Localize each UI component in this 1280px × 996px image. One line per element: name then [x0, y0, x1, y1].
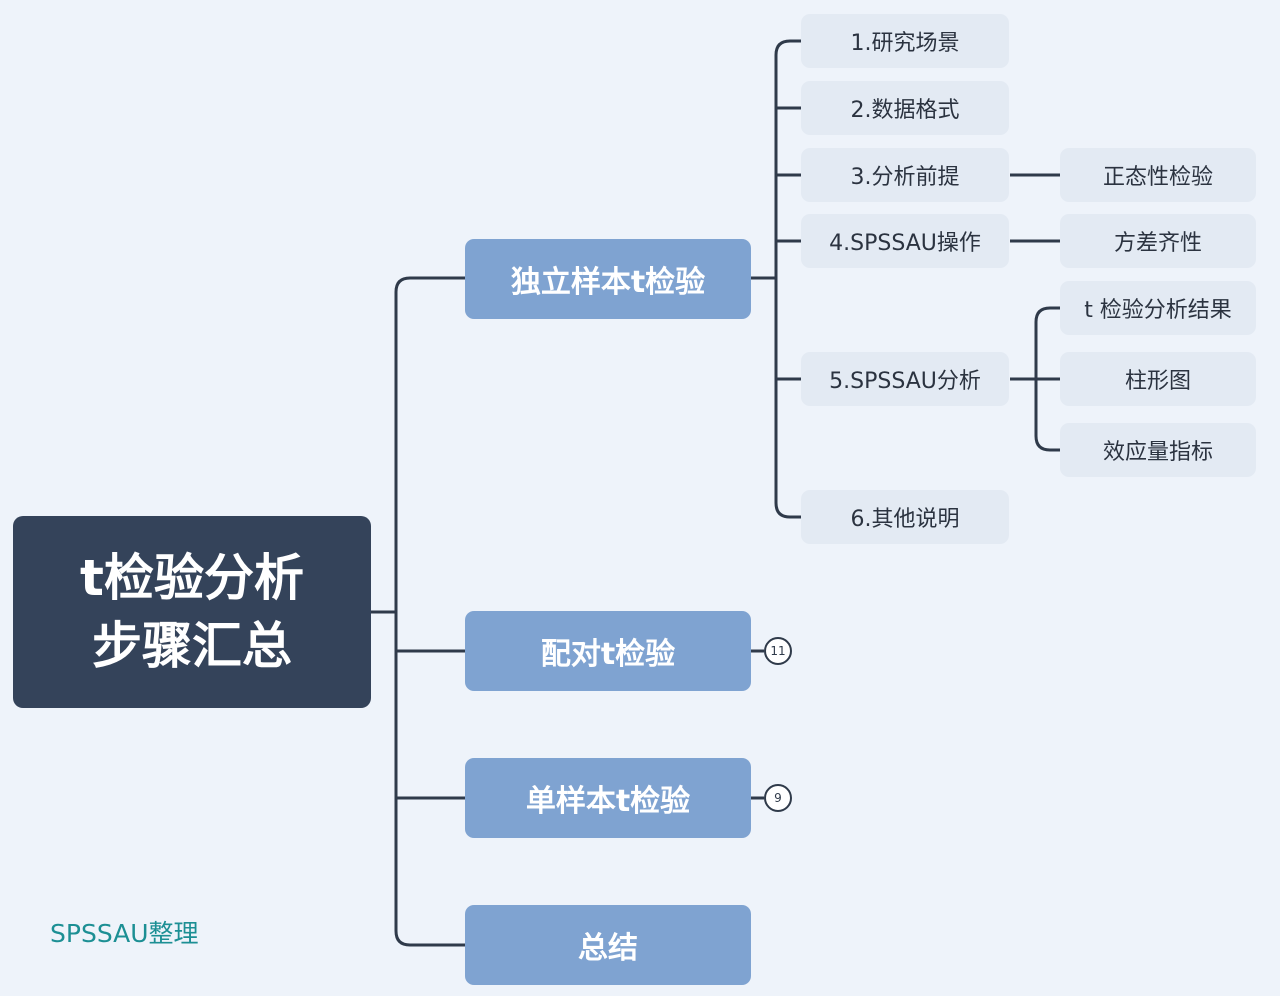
sub-normality-test[interactable]: 正态性检验: [1060, 148, 1256, 202]
root-title-line1: t检验分析: [80, 549, 304, 607]
root-title-line2: 步骤汇总: [92, 617, 292, 675]
sub-effect-size[interactable]: 效应量指标: [1060, 423, 1256, 477]
sub-bar-chart[interactable]: 柱形图: [1060, 352, 1256, 406]
watermark-text: SPSSAU整理: [50, 919, 199, 948]
branch-summary[interactable]: 总结: [465, 905, 751, 985]
step-spssau-operation[interactable]: 4.SPSSAU操作: [801, 214, 1009, 268]
step-data-format[interactable]: 2.数据格式: [801, 81, 1009, 135]
collapsed-count-badge[interactable]: 11: [764, 637, 792, 665]
branch-paired-t-test[interactable]: 配对t检验: [465, 611, 751, 691]
root-node[interactable]: t检验分析 步骤汇总: [13, 516, 371, 708]
collapsed-count-badge[interactable]: 9: [764, 784, 792, 812]
branch-independent-t-test[interactable]: 独立样本t检验: [465, 239, 751, 319]
step-research-scenario[interactable]: 1.研究场景: [801, 14, 1009, 68]
step-spssau-analysis[interactable]: 5.SPSSAU分析: [801, 352, 1009, 406]
step-other-notes[interactable]: 6.其他说明: [801, 490, 1009, 544]
step-analysis-prerequisite[interactable]: 3.分析前提: [801, 148, 1009, 202]
sub-t-test-result[interactable]: t 检验分析结果: [1060, 281, 1256, 335]
sub-variance-homogeneity[interactable]: 方差齐性: [1060, 214, 1256, 268]
branch-one-sample-t-test[interactable]: 单样本t检验: [465, 758, 751, 838]
